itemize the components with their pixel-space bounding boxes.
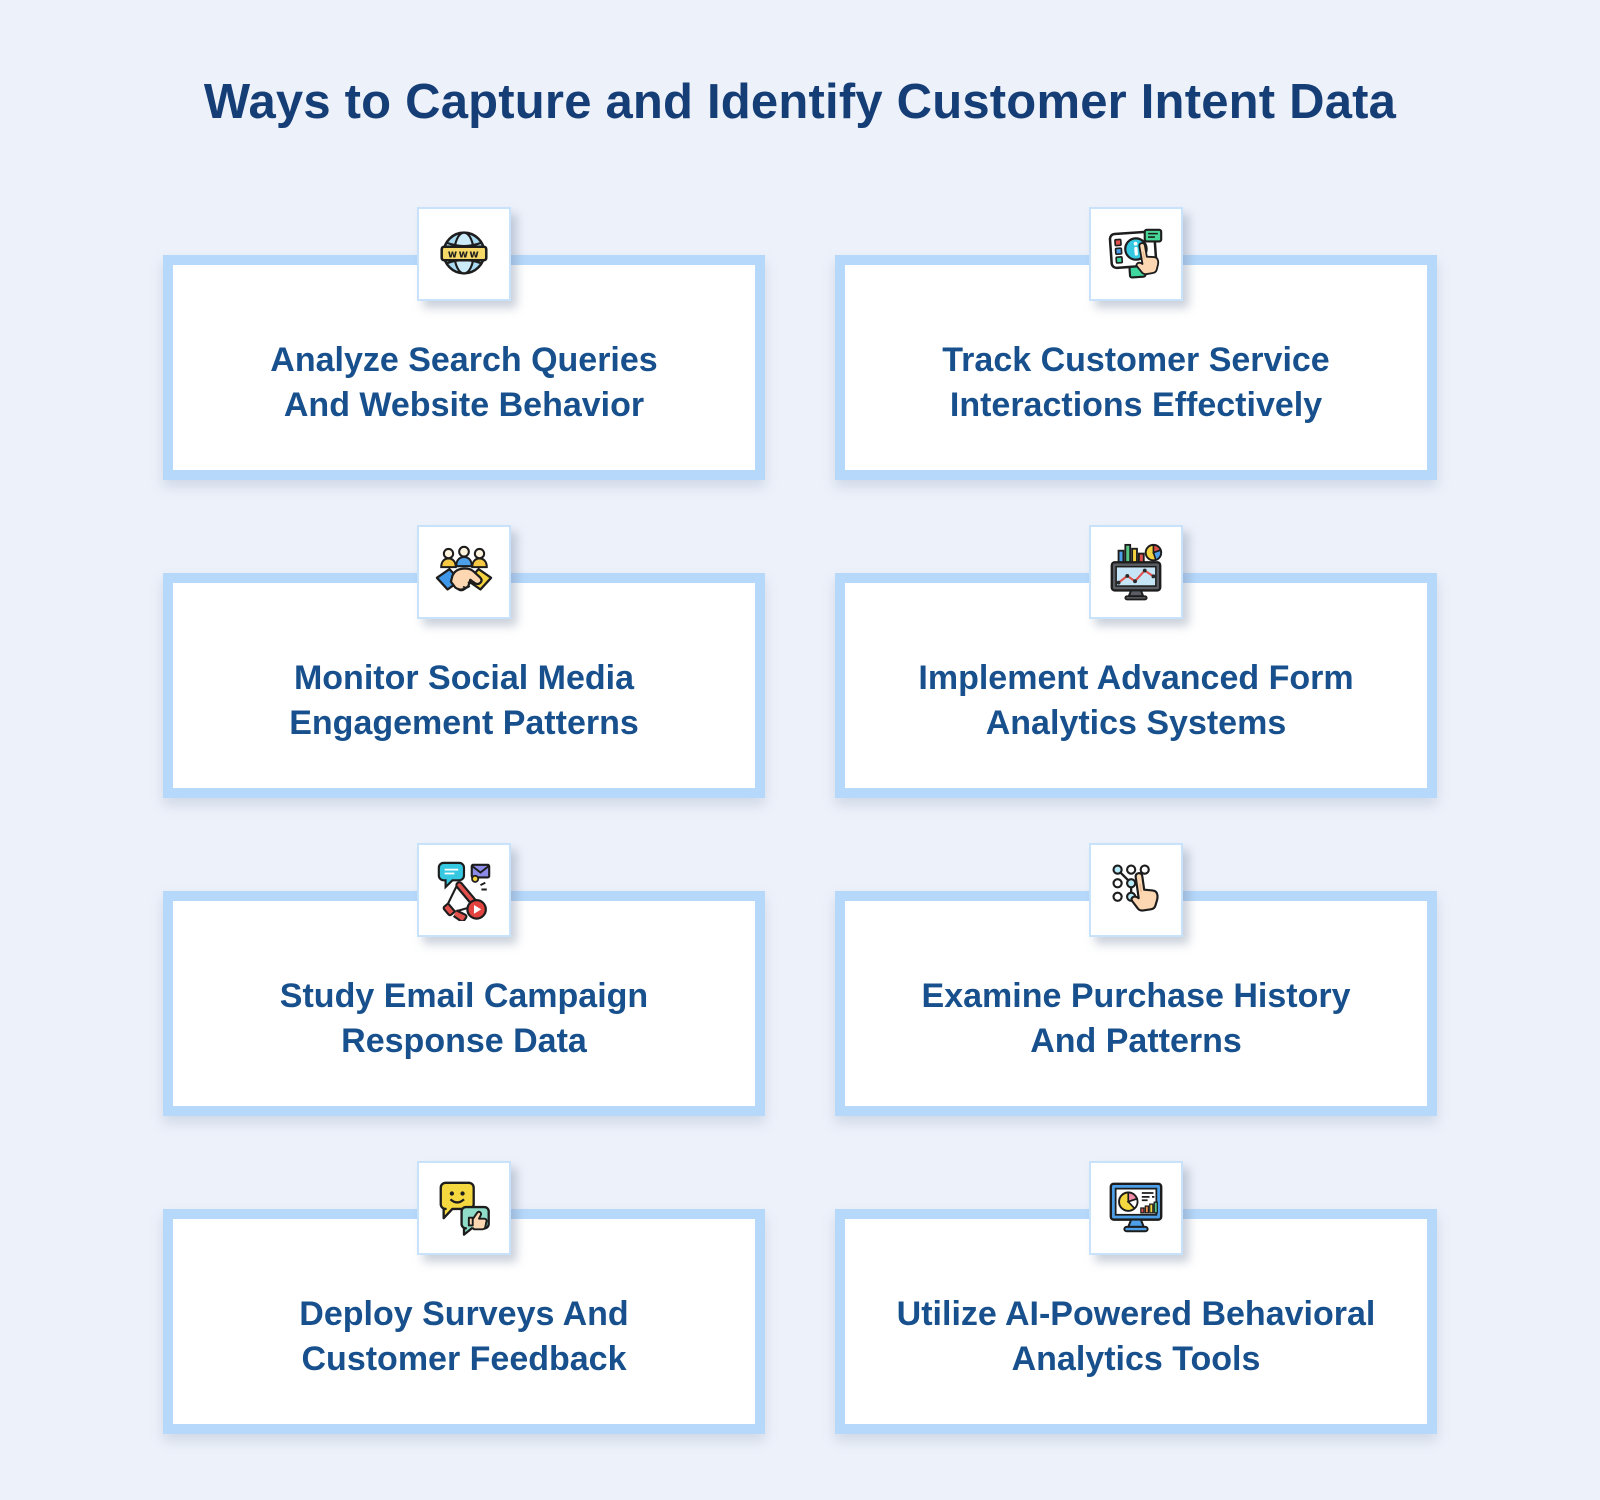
card-implement-form-analytics: Implement Advanced Form Analytics System…: [835, 525, 1437, 798]
card-title: Analyze Search Queries And Website Behav…: [270, 340, 658, 424]
card-title: Study Email Campaign Response Data: [279, 976, 649, 1060]
cards-grid: www Analyze Search Queries And Website B…: [163, 207, 1437, 1434]
globe-www-icon: www: [417, 207, 511, 301]
pattern-tap-icon: [1089, 843, 1183, 937]
card-examine-purchase-history: Examine Purchase History And Patterns: [835, 843, 1437, 1116]
card-title: Track Customer Service Interactions Effe…: [942, 340, 1330, 424]
card-ai-behavioral-analytics: Utilize AI-Powered Behavioral Analytics …: [835, 1161, 1437, 1434]
card-monitor-social-media: Monitor Social Media Engagement Patterns: [163, 525, 765, 798]
card-panel: Study Email Campaign Response Data: [163, 891, 765, 1116]
card-study-email-campaign: Study Email Campaign Response Data: [163, 843, 765, 1116]
card-title: Examine Purchase History And Patterns: [921, 976, 1351, 1060]
card-title: Monitor Social Media Engagement Patterns: [289, 658, 639, 742]
card-deploy-surveys-feedback: Deploy Surveys And Customer Feedback: [163, 1161, 765, 1434]
social-handshake-icon: [417, 525, 511, 619]
globe-www-label: www: [448, 249, 481, 260]
feedback-bubbles-icon: [417, 1161, 511, 1255]
ai-analytics-monitor-icon: [1089, 1161, 1183, 1255]
form-analytics-monitor-icon: [1089, 525, 1183, 619]
card-panel: Monitor Social Media Engagement Patterns: [163, 573, 765, 798]
card-analyze-search-queries: www Analyze Search Queries And Website B…: [163, 207, 765, 480]
card-track-customer-service: Track Customer Service Interactions Effe…: [835, 207, 1437, 480]
card-title: Utilize AI-Powered Behavioral Analytics …: [896, 1294, 1376, 1378]
card-title: Implement Advanced Form Analytics System…: [918, 658, 1354, 742]
customer-service-touchscreen-icon: [1089, 207, 1183, 301]
card-title: Deploy Surveys And Customer Feedback: [299, 1294, 629, 1378]
email-campaign-megaphone-icon: [417, 843, 511, 937]
page-title: Ways to Capture and Identify Customer In…: [203, 75, 1397, 129]
